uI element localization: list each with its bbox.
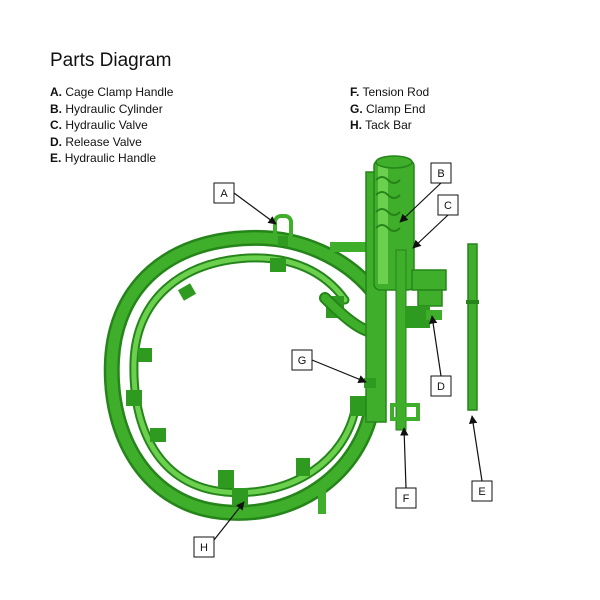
svg-text:C: C xyxy=(444,200,452,212)
clamp-ring xyxy=(103,229,380,521)
clamp-end xyxy=(364,378,376,388)
svg-text:D: D xyxy=(437,381,445,393)
hydraulic-handle xyxy=(466,243,479,411)
callout-d: D xyxy=(428,315,452,397)
svg-text:G: G xyxy=(298,355,307,367)
legend-right: F. Tension Rod G. Clamp End H. Tack Bar xyxy=(350,84,429,134)
callout-a: A xyxy=(213,182,277,225)
callout-g: G xyxy=(291,349,367,384)
svg-text:E: E xyxy=(478,486,485,498)
legend-item-c: C. Hydraulic Valve xyxy=(50,118,148,132)
legend-item-f: F. Tension Rod xyxy=(350,85,430,99)
legend-item-e: E. Hydraulic Handle xyxy=(50,151,157,165)
hydraulic-column xyxy=(330,155,420,431)
valve-assembly xyxy=(406,269,447,328)
legend-item-d: D. Release Valve xyxy=(50,134,142,149)
svg-text:A: A xyxy=(220,188,228,200)
callout-f: F xyxy=(395,427,417,509)
callout-e: E xyxy=(468,415,493,502)
callout-h: H xyxy=(193,501,245,558)
svg-text:B: B xyxy=(437,168,444,180)
legend-item-b: B. Hydraulic Cylinder xyxy=(50,101,163,116)
legend-left: A. Cage Clamp Handle B. Hydraulic Cylind… xyxy=(50,84,173,167)
callout-b: B xyxy=(399,162,452,223)
legend-item-a: A. Cage Clamp Handle xyxy=(50,85,174,99)
svg-text:H: H xyxy=(200,542,208,554)
legend-item-h: H. Tack Bar xyxy=(350,118,412,132)
svg-text:F: F xyxy=(403,493,410,505)
page-title: Parts Diagram xyxy=(50,50,172,71)
callout-c: C xyxy=(412,194,459,249)
legend-item-g: G. Clamp End xyxy=(350,101,426,116)
cage-clamp-handle xyxy=(273,214,293,246)
